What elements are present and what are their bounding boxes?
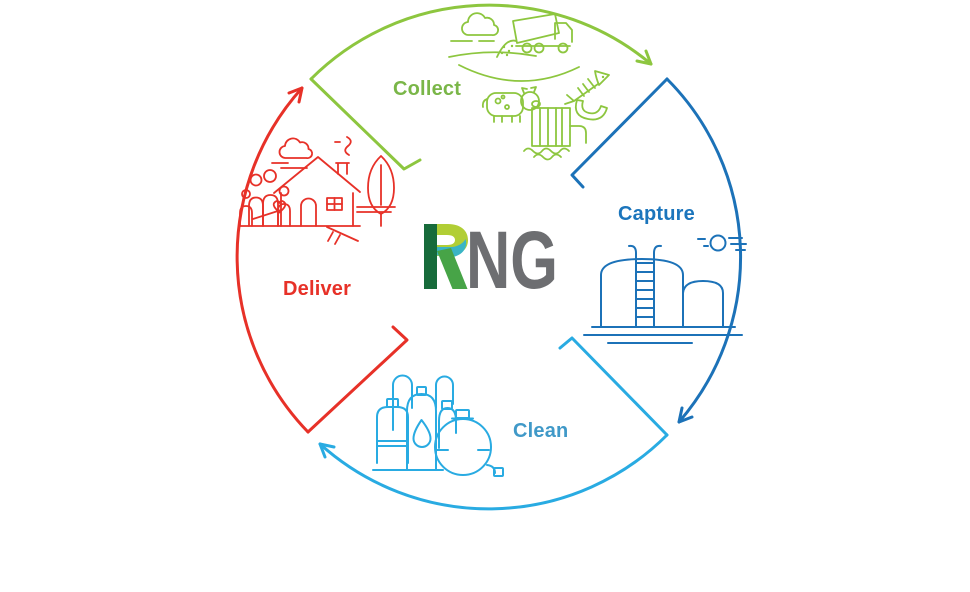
dump-truck-icon	[512, 13, 573, 47]
chimney-icon	[335, 162, 350, 175]
clean-arrowhead-icon	[318, 442, 336, 459]
collect-arc	[309, 3, 653, 81]
sphere-valve	[455, 409, 470, 419]
capture-label: Capture	[618, 203, 695, 225]
wastewater-container-icon	[531, 107, 571, 147]
water-waves-icon	[523, 147, 570, 161]
storage-tanks-icon	[600, 258, 724, 328]
capture-arc-group	[570, 77, 743, 424]
person-head	[249, 173, 263, 187]
cow-spot	[500, 94, 506, 100]
water-drop-icon	[412, 419, 432, 448]
center-bottle	[406, 393, 437, 471]
tree-icon	[367, 155, 395, 227]
collect-chevron	[309, 77, 422, 171]
sphere-flange	[436, 417, 490, 451]
drain-pipe-icon	[569, 125, 587, 144]
deliver-icons	[238, 136, 396, 245]
banana-peel-icon	[574, 99, 608, 121]
logo-r-stem	[424, 224, 437, 289]
logo-ng-text: NG	[466, 215, 558, 306]
deliver-label: Deliver	[283, 278, 351, 300]
capture-chevron	[570, 77, 669, 189]
cow-ears	[521, 86, 537, 94]
truck-wheel-icon	[533, 42, 545, 54]
gas-cylinders-icon	[392, 374, 454, 431]
person-body	[277, 203, 291, 227]
deliver-arc-group	[235, 86, 409, 434]
cow-legs	[481, 98, 521, 123]
collect-label: Collect	[393, 78, 461, 100]
capture-icons	[583, 234, 747, 344]
collect-icons	[448, 12, 610, 161]
collect-arrowhead-icon	[635, 49, 653, 66]
deliver-chevron	[306, 325, 409, 434]
person-head	[278, 185, 290, 197]
truck-wheel-icon	[557, 42, 569, 54]
sphere-outlet-nub	[493, 467, 504, 477]
door-icon	[300, 197, 317, 227]
truck-wheel-icon	[521, 42, 533, 54]
debris-pile-icon	[496, 39, 517, 58]
clean-label: Clean	[513, 420, 568, 442]
hills-icon	[448, 51, 580, 82]
clean-icons	[372, 374, 504, 477]
smoke-icon	[334, 136, 352, 156]
heart-icon	[272, 200, 287, 214]
person-body	[239, 205, 253, 227]
sphere-tank-icon	[434, 418, 492, 476]
cow-icon	[486, 92, 524, 117]
ladder-icon	[628, 244, 662, 328]
logo-r-leg	[437, 248, 468, 289]
person-head	[263, 169, 277, 183]
family-icon	[241, 189, 251, 199]
sun-dashes	[697, 237, 747, 251]
capture-arc	[665, 77, 743, 424]
collect-arc-group	[309, 3, 653, 171]
ground-icon	[583, 326, 743, 344]
deliver-arc	[235, 86, 310, 434]
clean-chevron	[558, 336, 669, 437]
cloud-icon	[461, 12, 499, 36]
rng-logo: NG	[424, 215, 558, 306]
cow-spot	[494, 97, 502, 105]
clean-arc-group	[318, 336, 669, 511]
food-waste-icon	[564, 70, 610, 105]
person-body	[262, 194, 279, 227]
cow-snout	[531, 100, 541, 108]
deliver-arrowhead-icon	[287, 86, 304, 104]
ground-icon	[238, 206, 396, 245]
cloud-icon	[278, 137, 313, 159]
cloud-underline	[271, 162, 308, 169]
window-cross	[326, 197, 343, 211]
container-ribs	[539, 107, 563, 147]
sun-icon	[709, 234, 727, 252]
cow-spot	[504, 104, 510, 110]
capture-arrowhead-icon	[677, 406, 694, 424]
clean-arc	[318, 433, 669, 511]
